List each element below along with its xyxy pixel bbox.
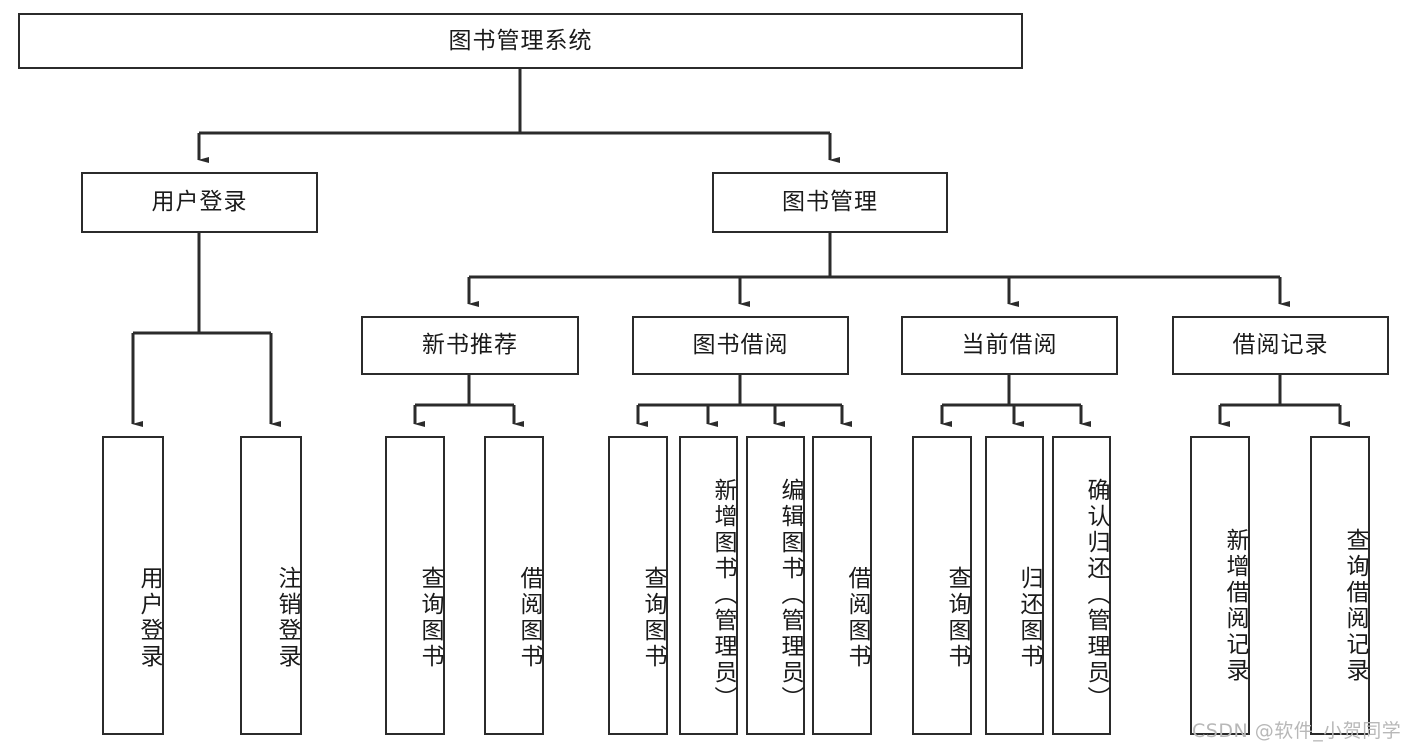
csdn-watermark: CSDN @软件_小贺同学 [1192,720,1402,742]
node-leaf-query-book-rec[interactable]: 查询图书 [385,436,445,735]
node-user-login[interactable]: 用户登录 [81,172,318,233]
node-leaf-logout[interactable]: 注销登录 [240,436,302,735]
node-leaf-return-book[interactable]: 归还图书 [985,436,1044,735]
node-leaf-add-borrow-record[interactable]: 新增借阅记录 [1190,436,1250,735]
node-book-borrow[interactable]: 图书借阅 [632,316,849,375]
node-leaf-lend-book[interactable]: 借阅图书 [812,436,872,735]
node-new-book-recommend[interactable]: 新书推荐 [361,316,579,375]
node-leaf-edit-book-admin[interactable]: 编辑图书（管理员） [746,436,805,735]
node-book-management[interactable]: 图书管理 [712,172,948,233]
node-leaf-add-book-admin[interactable]: 新增图书（管理员） [679,436,738,735]
node-leaf-query-book-borrow[interactable]: 查询图书 [608,436,668,735]
node-current-borrow[interactable]: 当前借阅 [901,316,1118,375]
node-leaf-user-login[interactable]: 用户登录 [102,436,164,735]
node-leaf-confirm-return-admin[interactable]: 确认归还（管理员） [1052,436,1111,735]
node-root-system[interactable]: 图书管理系统 [18,13,1023,69]
node-leaf-borrow-book-rec[interactable]: 借阅图书 [484,436,544,735]
node-leaf-query-borrow-record[interactable]: 查询借阅记录 [1310,436,1370,735]
node-leaf-query-book-current[interactable]: 查询图书 [912,436,972,735]
node-borrow-record[interactable]: 借阅记录 [1172,316,1389,375]
